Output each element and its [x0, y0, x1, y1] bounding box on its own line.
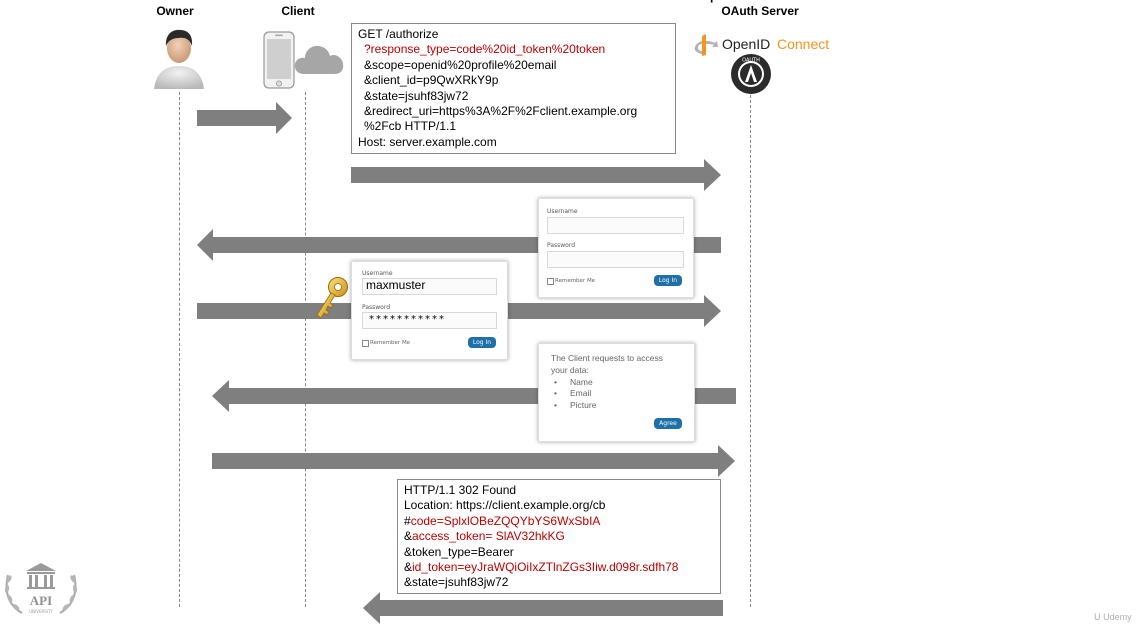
remember-me-label: Remember Me	[555, 278, 596, 284]
password-input[interactable]	[547, 251, 684, 268]
password-input[interactable]: ***********	[362, 312, 497, 329]
remember-me-checkbox[interactable]	[362, 340, 369, 347]
password-label: Password	[362, 304, 391, 311]
consent-text-line-1: The Client requests to access	[551, 353, 663, 363]
username-value: maxmuster	[366, 278, 426, 292]
openid-connect-logo: OpenID Connect	[693, 33, 843, 57]
api-text: API	[30, 593, 52, 608]
lifeline-server	[750, 95, 751, 607]
consent-text-line-2: your data:	[551, 364, 589, 375]
authorization-response-box: HTTP/1.1 302 Found Location: https://cli…	[397, 479, 721, 594]
agree-button[interactable]: Agree	[654, 418, 682, 429]
request-line: %2Fcb HTTP/1.1	[364, 119, 457, 134]
actor-label-server: OpenID Connect and OAuth Server	[701, 0, 820, 18]
consent-dialog: The Client requests to access your data:…	[538, 343, 695, 442]
response-location-line: Location: https://client.example.org/cb	[404, 498, 606, 513]
cloud-icon	[294, 45, 344, 74]
smartphone-icon	[263, 31, 295, 89]
api-university-logo: API UNIVERSITY	[4, 563, 78, 614]
login-button[interactable]: Log In	[654, 275, 682, 286]
username-input[interactable]	[547, 217, 684, 234]
udemy-text: Udemy	[1103, 612, 1132, 622]
lifeline-client	[305, 92, 306, 607]
login-form-filled: Username maxmuster Password *********** …	[351, 261, 508, 360]
response-token-type-line: &token_type=Bearer	[404, 544, 514, 559]
request-line: GET /authorize	[358, 27, 439, 41]
request-line: &client_id=p9QwXRkY9p	[364, 73, 499, 88]
arrow-client-to-server	[351, 159, 721, 191]
request-line: Host: server.example.com	[358, 134, 497, 149]
connect-text: Connect	[777, 36, 830, 52]
oauth-logo-icon: OAUTH	[731, 54, 771, 94]
response-id-token-line: &id_token=eyJraWQiOiIxZTlnZGs3Iiw.d098r.…	[404, 560, 679, 575]
arrow-server-to-client-redirect	[363, 592, 723, 624]
password-label: Password	[547, 242, 576, 249]
login-button[interactable]: Log In	[468, 337, 496, 348]
response-access-token-line: &access_token= SlAV32hkKG	[404, 529, 565, 544]
username-input[interactable]: maxmuster	[362, 278, 497, 295]
consent-item-email: •Email	[554, 388, 592, 399]
authorization-request-box: GET /authorize?response_type=code%20id_t…	[351, 23, 676, 154]
request-line: ?response_type=code%20id_token%20token	[364, 42, 606, 57]
oauth-text: OAUTH	[742, 58, 760, 64]
username-label: Username	[362, 270, 393, 277]
openid-logo-icon	[694, 34, 718, 56]
udemy-icon: Ս	[1094, 612, 1101, 622]
request-line: &scope=openid%20profile%20email	[364, 57, 557, 72]
udemy-watermark: Ս Udemy	[1094, 612, 1132, 623]
login-form-server: Username Password Remember Me Log In	[538, 198, 694, 298]
consent-message: The Client requests to access your data:…	[551, 353, 663, 412]
api-sub-text: UNIVERSITY	[29, 609, 53, 614]
arrow-owner-to-server-agree	[212, 445, 735, 477]
request-line: &state=jsuhf83jw72	[364, 88, 469, 103]
lifeline-resource-owner	[179, 92, 180, 607]
remember-me-label: Remember Me	[370, 340, 411, 346]
person-icon	[154, 29, 204, 89]
response-status-line: HTTP/1.1 302 Found	[404, 483, 517, 497]
key-icon	[316, 277, 348, 319]
arrow-owner-to-client	[197, 102, 292, 134]
actor-label-client: Mobile or Cloud Client	[253, 0, 344, 18]
remember-me-checkbox[interactable]	[547, 278, 554, 285]
response-state-line: &state=jsuhf83jw72	[404, 575, 509, 590]
consent-item-name: •Name	[554, 376, 593, 387]
actor-label-resource-owner: Resource Owner	[148, 0, 203, 18]
consent-item-picture: •Picture	[554, 400, 597, 411]
request-line: &redirect_uri=https%3A%2F%2Fclient.examp…	[364, 104, 638, 119]
password-value: ***********	[369, 314, 446, 325]
response-code-line: #code=SplxlOBeZQQYbYS6WxSbIA	[404, 513, 601, 528]
openid-text: OpenID	[722, 36, 771, 52]
username-label: Username	[547, 208, 578, 215]
